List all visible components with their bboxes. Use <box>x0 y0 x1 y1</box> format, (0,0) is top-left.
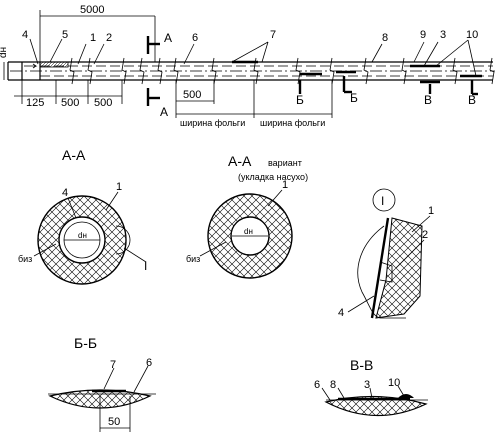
section-mark-b-2: Б <box>350 91 358 105</box>
section-mark-b-1: Б <box>296 93 304 107</box>
dim-125: 125 <box>26 97 44 109</box>
dim-dn: dн <box>0 47 9 58</box>
section-aa-variant-sub: (укладка насухо) <box>238 172 308 182</box>
section-aa-callout-1: 1 <box>116 181 122 193</box>
detail-i: I 1 2 4 <box>338 188 434 319</box>
detail-i-label: I <box>381 194 384 208</box>
section-aa-variant-label: вариант <box>268 158 302 168</box>
section-mark-v-2: В <box>468 93 476 107</box>
section-vv-callout-3: 3 <box>364 379 370 391</box>
callout-7: 7 <box>270 29 276 41</box>
dim-500-c: 500 <box>183 89 201 101</box>
callout-2: 2 <box>106 32 112 44</box>
callout-8: 8 <box>382 32 388 44</box>
section-bb-title: Б-Б <box>74 335 97 351</box>
section-bb-callout-7: 7 <box>110 359 116 371</box>
callout-6: 6 <box>192 32 198 44</box>
section-vv-title: В-В <box>350 357 373 373</box>
section-aa-wire: биз <box>18 254 32 264</box>
section-aa: А-А dн 4 1 I биз <box>18 147 147 285</box>
section-aa-variant-callout-1: 1 <box>282 179 288 191</box>
main-elevation: 5000 <box>0 4 495 128</box>
detail-i-callout-1: 1 <box>428 205 434 217</box>
detail-i-callout-4: 4 <box>338 307 344 319</box>
section-aa-variant-dn: dн <box>244 227 253 236</box>
section-vv: В-В 6 8 3 10 <box>314 357 428 417</box>
dim-500-b: 500 <box>94 97 112 109</box>
section-aa-variant: А-А вариант (укладка насухо) dн 1 биз <box>186 153 308 279</box>
section-aa-variant-title: А-А <box>228 153 252 169</box>
callout-4: 4 <box>22 29 28 41</box>
section-aa-variant-wire: биз <box>186 254 200 264</box>
foil-width-1: ширина фольги <box>180 118 245 128</box>
section-vv-callout-10: 10 <box>388 377 400 389</box>
section-aa-title: А-А <box>62 147 86 163</box>
section-vv-callout-6: 6 <box>314 379 320 391</box>
detail-i-callout-2: 2 <box>422 229 428 241</box>
callout-1: 1 <box>90 32 96 44</box>
section-mark-a-top: А <box>164 31 172 45</box>
section-aa-callout-4: 4 <box>62 187 68 199</box>
foil-width-2: ширина фольги <box>260 118 325 128</box>
callout-3: 3 <box>440 29 446 41</box>
section-bb-callout-6: 6 <box>146 357 152 369</box>
section-mark-v-1: В <box>424 93 432 107</box>
dim-5000: 5000 <box>80 4 104 16</box>
section-bb-dim-50: 50 <box>108 416 120 428</box>
callout-5: 5 <box>62 29 68 41</box>
dim-500-a: 500 <box>61 97 79 109</box>
section-aa-dn: dн <box>78 231 87 240</box>
section-mark-a-bottom: А <box>160 105 168 119</box>
section-bb: Б-Б 7 6 50 <box>48 335 156 432</box>
section-aa-detail-ref: I <box>144 259 147 273</box>
callout-9: 9 <box>420 29 426 41</box>
callout-10: 10 <box>466 29 478 41</box>
section-vv-callout-8: 8 <box>330 379 336 391</box>
